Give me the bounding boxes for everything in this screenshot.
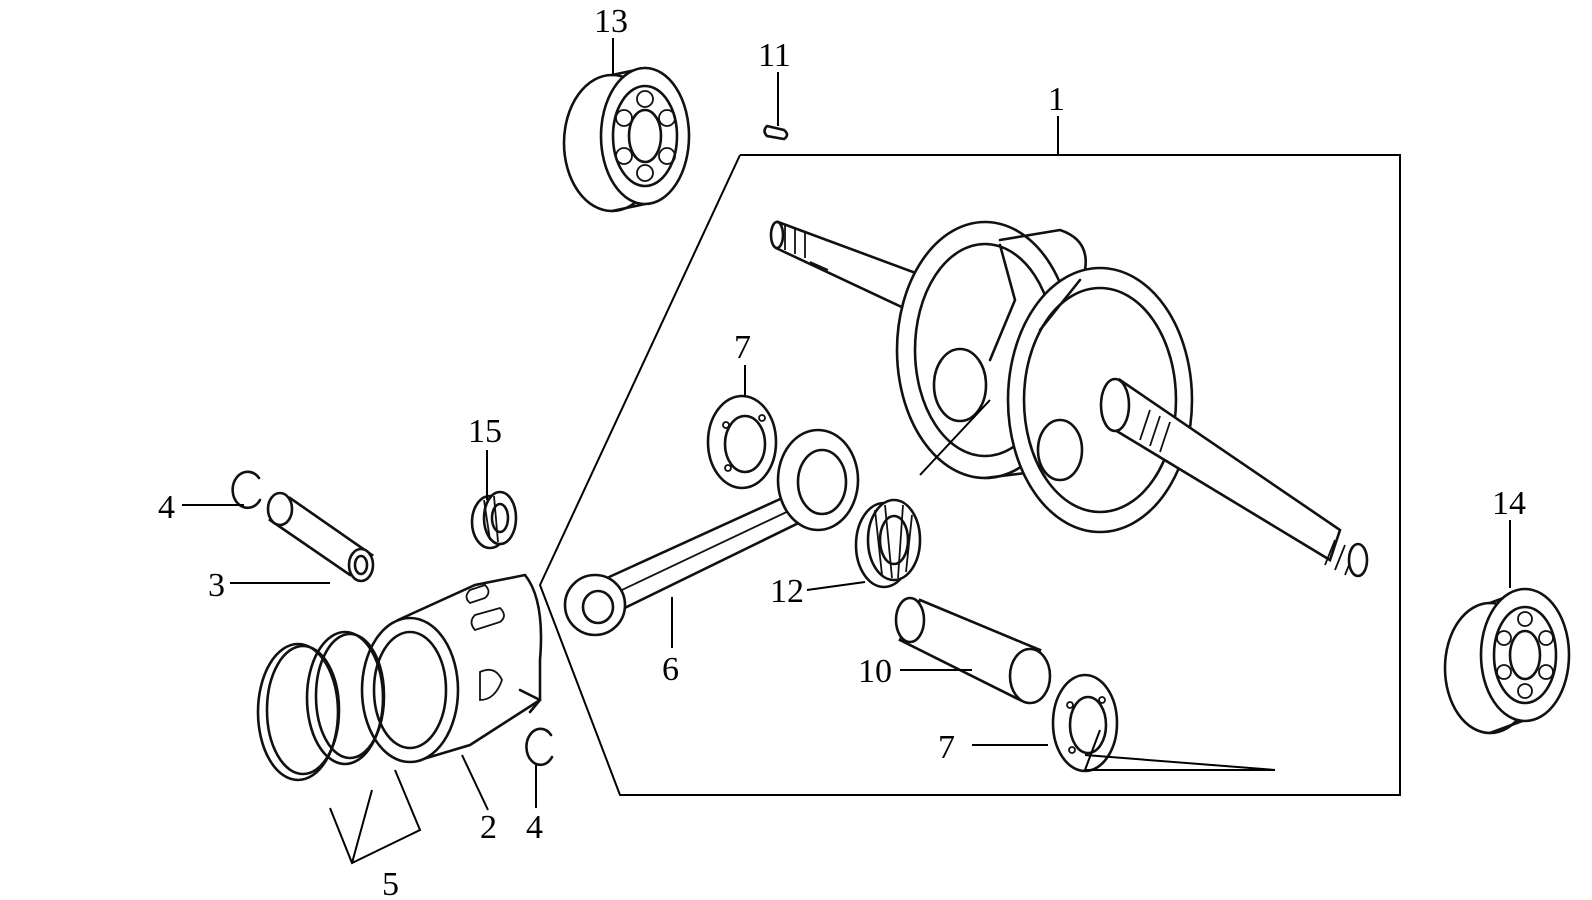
part-10-crank-pin [894,596,1052,705]
callout-12: 12 [770,573,804,610]
crankshaft-assembly-outline [538,154,1401,796]
callout-11: 11 [758,37,791,74]
callout-2: 2 [480,809,497,846]
callout-6: 6 [662,651,679,688]
part-3-piston-pin [266,491,375,583]
callout-10: 10 [858,653,892,690]
callout-4-upper: 4 [158,489,175,526]
callout-15: 15 [468,413,502,450]
part-11-key [763,124,789,141]
part-4-circlip-upper [231,470,262,510]
part-15-needle-bearing [470,490,518,550]
callout-labels: 1 2 3 4 4 5 6 7 7 10 11 12 13 14 15 [158,3,1526,900]
part-6-connecting-rod [563,428,860,637]
part-12-needle-bearing [854,498,922,589]
part-14-ball-bearing [1443,587,1571,735]
leader-lines [182,38,1511,865]
part-13-ball-bearing [562,66,691,213]
part-7-thrust-washer-upper [706,394,778,490]
crankshaft [769,220,1369,578]
callout-13: 13 [594,3,628,40]
callout-7-lower: 7 [938,729,955,766]
part-2-piston [360,573,543,764]
callout-7-upper: 7 [734,329,751,366]
callout-14: 14 [1492,485,1526,522]
callout-1: 1 [1048,81,1065,118]
callout-4-lower: 4 [526,809,543,846]
part-4-circlip-lower [525,727,554,767]
callout-3: 3 [208,567,225,604]
callout-5: 5 [382,866,399,900]
part-5-piston-rings [256,630,386,782]
